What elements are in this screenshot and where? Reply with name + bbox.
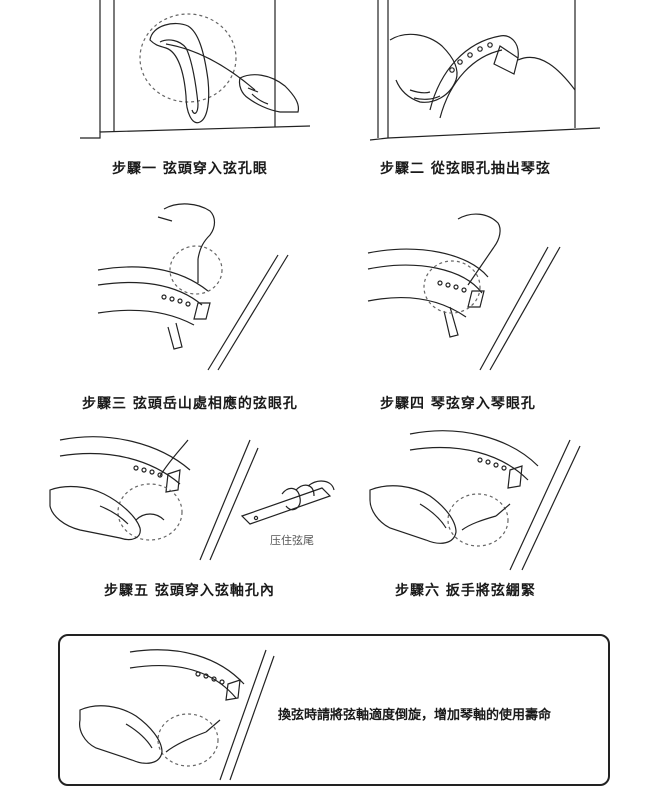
step-2-caption: 步驟二 從弦眼孔抽出琴弦 — [380, 161, 551, 177]
step-3-caption: 步驟三 弦頭岳山處相應的弦眼孔 — [82, 396, 298, 412]
step-5-caption: 步驟五 弦頭穿入弦軸孔內 — [104, 583, 275, 599]
step-5-illustration — [40, 420, 250, 560]
string-tail-label: 压住弦尾 — [270, 534, 314, 547]
note-illustration — [70, 640, 270, 780]
step-6-illustration — [370, 420, 600, 570]
note-text: 換弦時請將弦軸適度倒旋，增加琴軸的使用壽命 — [278, 708, 552, 723]
step-4-illustration — [368, 195, 608, 370]
step-3-illustration — [98, 195, 308, 370]
step-1-caption: 步驟一 弦頭穿入弦孔眼 — [112, 161, 268, 177]
step-4-caption: 步驟四 琴弦穿入琴眼孔 — [380, 396, 536, 412]
step-1-illustration — [80, 0, 310, 150]
note-box — [58, 634, 610, 786]
step-2-illustration — [370, 0, 600, 150]
step-6-caption: 步驟六 扳手將弦綳緊 — [395, 583, 536, 599]
string-tail-inset — [238, 468, 348, 538]
